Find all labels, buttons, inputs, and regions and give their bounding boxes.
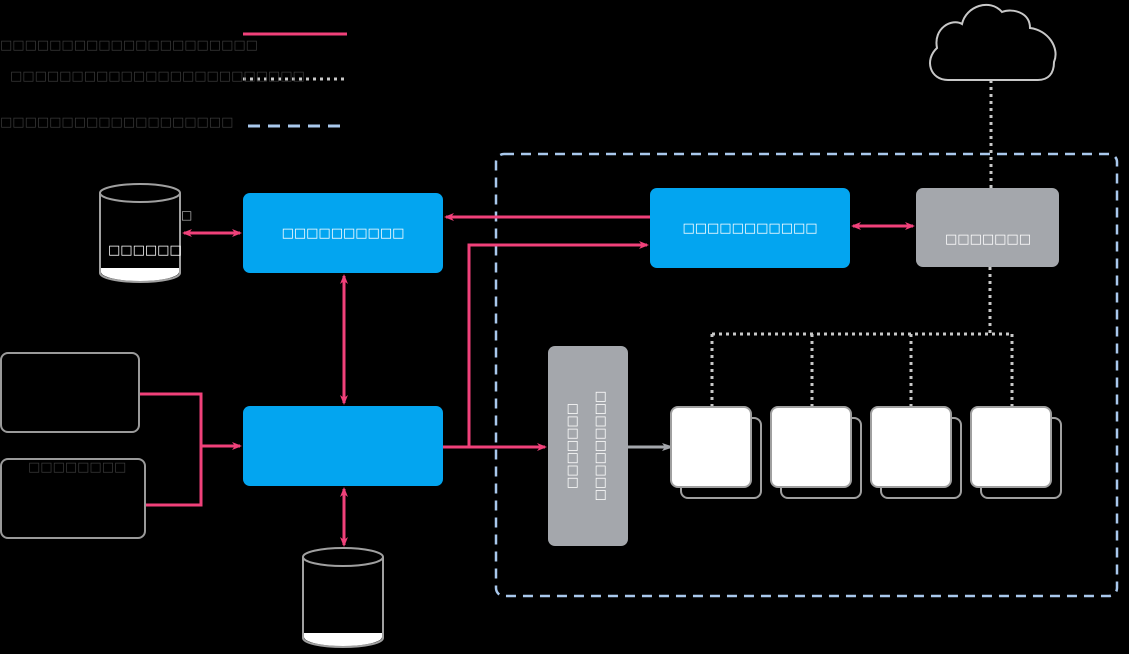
legend-label-dashed: □□□□□□□□□□□□□□□□□□□ xyxy=(0,115,234,130)
worker-4-front-card xyxy=(970,406,1052,488)
worker-1-front-card xyxy=(670,406,752,488)
legend-label-solid: □□□□□□□□□□□□□□□□□□□□□ xyxy=(0,38,258,53)
service-top-left-label: □□□□□□□□□□ xyxy=(281,225,405,241)
dispatcher-label-line1: □□□□□□□□□ xyxy=(593,390,608,502)
cloud-icon xyxy=(929,3,1057,81)
legend-label-dotted: □□□□□□□□□□□□□□□□□□□□□□□□ xyxy=(10,69,305,84)
service-top-right[interactable]: □□□□□□□□□□□ xyxy=(650,188,850,268)
service-top-left[interactable]: □□□□□□□□□□ xyxy=(243,193,443,273)
worker-3-front-card xyxy=(870,406,952,488)
database-bottom-icon xyxy=(302,547,384,648)
database-top-note: □ xyxy=(181,208,193,222)
database-top-icon xyxy=(99,183,181,283)
service-center[interactable] xyxy=(243,406,443,486)
dispatcher-label-line2: □□□□□□□ xyxy=(565,403,580,489)
input-source-bottom-label: □□□□□□□□ xyxy=(28,460,127,475)
center-to-top-right-flow xyxy=(467,241,649,447)
gateway-node[interactable]: □□□□□□□ xyxy=(916,188,1059,267)
database-top-label: □□□□□□ xyxy=(108,243,182,258)
input-top-flow xyxy=(140,392,203,507)
gateway-label: □□□□□□□ xyxy=(945,232,1031,247)
dispatcher-node[interactable]: □□□□□□□ □□□□□□□□□ xyxy=(548,346,628,546)
worker-2-front-card xyxy=(770,406,852,488)
input-source-bottom[interactable]: □□□□□□□□ xyxy=(0,458,146,539)
input-source-top[interactable] xyxy=(0,352,140,433)
service-top-right-label: □□□□□□□□□□□ xyxy=(682,220,818,236)
